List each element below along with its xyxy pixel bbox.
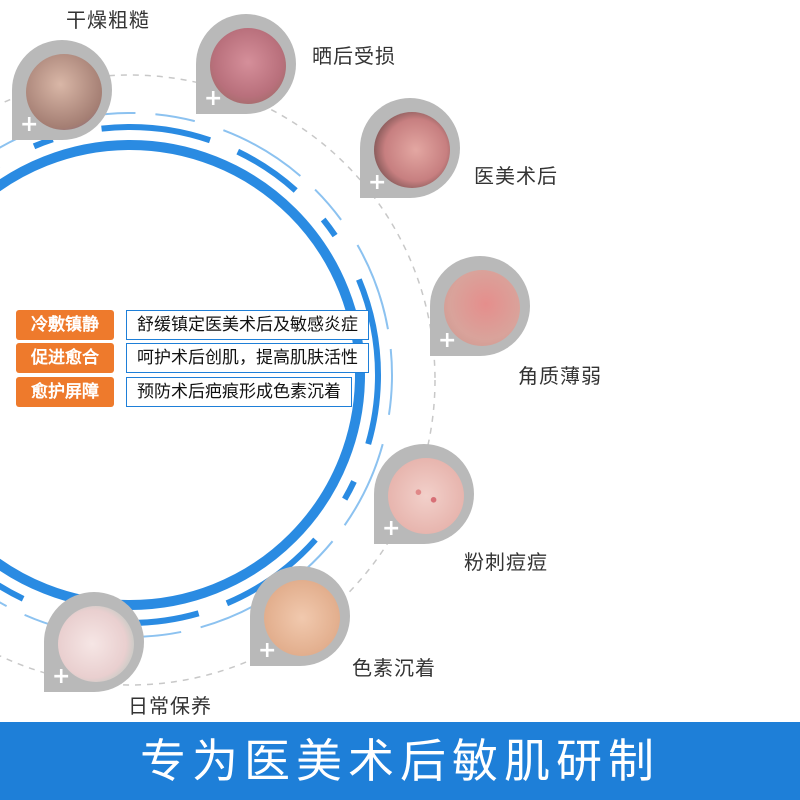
plus-icon: + [368,170,387,195]
skin-label-acne: 粉刺痘痘 [464,550,548,574]
skin-photo [388,458,464,534]
skin-label-dry-rough: 干燥粗糙 [66,8,150,32]
skin-photo [264,580,340,656]
skin-photo [210,28,286,104]
skin-card-daily-care: + [44,592,144,692]
plus-icon: + [20,112,39,137]
benefit-description: 呵护术后创肌，提高肌肤活性 [126,343,369,373]
skin-card-thin-stratum: + [430,256,530,356]
dashed-outer-ring [0,74,436,686]
plus-icon: + [52,664,71,689]
skin-card-dry-rough: + [12,40,112,140]
main-blue-ring [0,140,365,610]
skin-label-thin-stratum: 角质薄弱 [518,364,602,388]
benefit-tag: 促进愈合 [16,343,114,373]
bottom-banner: 专为医美术后敏肌研制 [0,722,800,800]
plus-icon: + [258,638,277,663]
plus-icon: + [438,328,457,353]
skin-card-acne: + [374,444,474,544]
benefit-description: 舒缓镇定医美术后及敏感炎症 [126,310,369,340]
plus-icon: + [204,86,223,111]
skin-photo [444,270,520,346]
skin-label-post-cosmetic: 医美术后 [474,164,558,188]
skin-photo [374,112,450,188]
segmented-blue-ring [0,124,381,626]
skin-photo [58,606,134,682]
skin-label-pigmentation: 色素沉着 [352,656,436,680]
plus-icon: + [382,516,401,541]
skin-label-sun-damage: 晒后受损 [312,44,396,68]
benefit-tag: 冷敷镇静 [16,310,114,340]
skin-label-daily-care: 日常保养 [128,694,212,718]
skin-card-post-cosmetic: + [360,98,460,198]
benefit-description: 预防术后疤痕形成色素沉着 [126,377,352,407]
thin-light-blue-ring [0,112,393,638]
skin-card-sun-damage: + [196,14,296,114]
benefit-tag: 愈护屏障 [16,377,114,407]
skin-card-pigmentation: + [250,566,350,666]
skin-photo [26,54,102,130]
